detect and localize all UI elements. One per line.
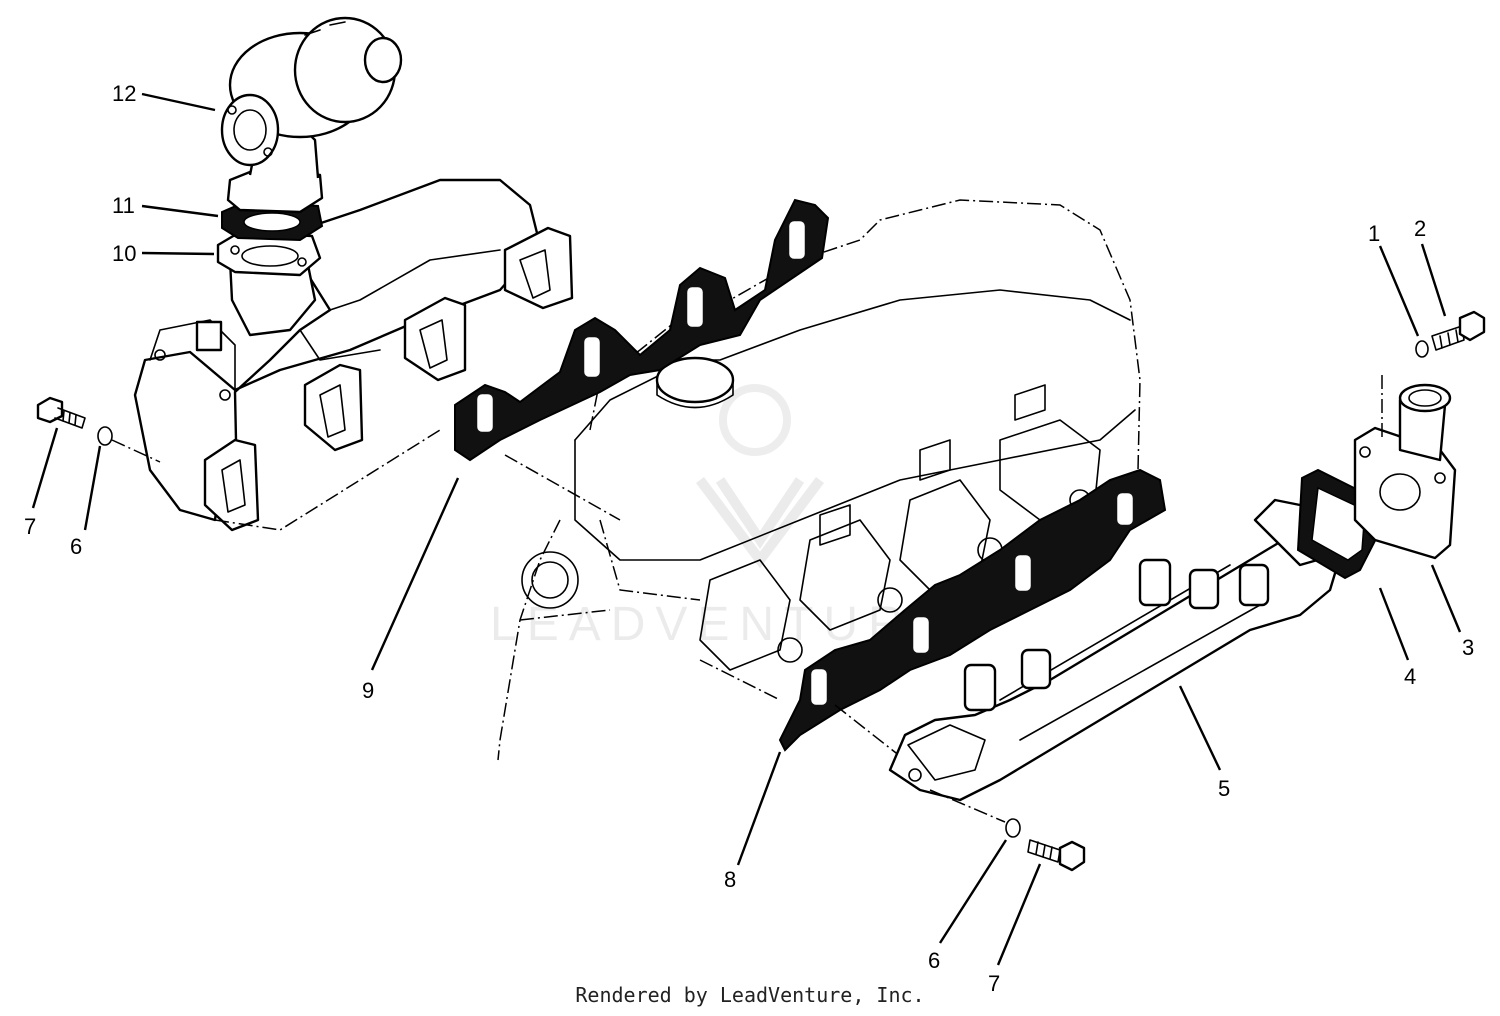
- callout-10: 10: [112, 241, 136, 266]
- callout-12: 12: [112, 81, 136, 106]
- upper-manifold-gasket: [454, 198, 830, 462]
- callout-11: 11: [112, 193, 135, 218]
- bottom-washer: [1005, 818, 1021, 838]
- callout-3: 3: [1462, 635, 1474, 660]
- callout-2: 2: [1414, 216, 1426, 241]
- footer-credit: Rendered by LeadVenture, Inc.: [575, 983, 925, 1007]
- lower-gasket-centerline-b: [834, 704, 906, 761]
- turbocharger: [220, 16, 403, 214]
- callout-7-left: 7: [24, 514, 36, 539]
- lower-manifold-gasket: [778, 468, 1167, 752]
- leader-lines: [31, 92, 1462, 966]
- bottom-bolt: [1027, 839, 1086, 872]
- callout-4: 4: [1404, 664, 1416, 689]
- callout-9: 9: [362, 678, 374, 703]
- callout-6-left: 6: [70, 534, 82, 559]
- callouts: 12 11 10 7 6 9 1 2 3 4 5 8 6 7: [24, 81, 1474, 996]
- elbow-adapter: [1353, 383, 1457, 560]
- callout-7-bottom: 7: [988, 971, 1000, 996]
- engine-block: [497, 199, 1141, 761]
- callout-1: 1: [1368, 221, 1380, 246]
- left-bolt-centerline: [111, 439, 161, 463]
- left-washer: [97, 426, 113, 446]
- left-bolt: [36, 396, 86, 429]
- upper-gasket-centerline: [504, 454, 621, 521]
- bottom-bolt-centerline: [929, 789, 1006, 823]
- right-bolt: [1431, 310, 1486, 351]
- lower-gasket-centerline-a: [699, 659, 781, 701]
- exhaust-manifold: [133, 178, 574, 532]
- right-washer: [1415, 340, 1429, 358]
- callout-8: 8: [724, 867, 736, 892]
- callout-6-bottom: 6: [928, 948, 940, 973]
- callout-5: 5: [1218, 776, 1230, 801]
